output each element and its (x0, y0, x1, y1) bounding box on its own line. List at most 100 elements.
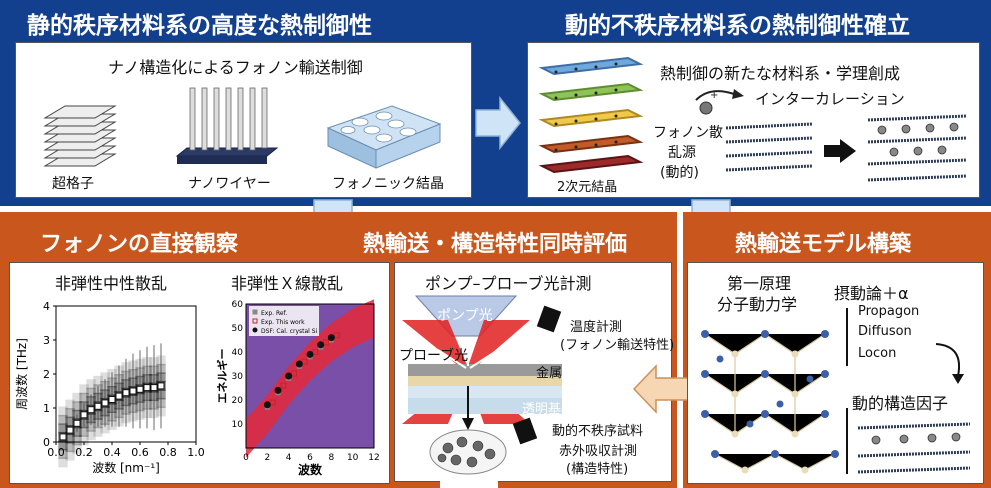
layered-sheets-after-image (867, 114, 967, 182)
scatter-source-line2: 乱源 (668, 145, 696, 161)
y-tick-label: 10 (232, 420, 244, 430)
legend-swatch (252, 327, 258, 333)
neutron-title: 非弾性中性散乱 (55, 274, 168, 293)
data-point (317, 341, 325, 349)
x-tick-label: 0.8 (159, 446, 177, 459)
data-point (66, 426, 74, 434)
data-point (136, 385, 144, 393)
x-tick-label: 2 (264, 453, 270, 463)
heat-cell (86, 430, 96, 441)
heat-cell (72, 401, 82, 412)
y-tick-label: 20 (232, 396, 244, 406)
bottom-band-divider (677, 212, 683, 488)
data-point (73, 419, 81, 427)
transition-arrow-icon (824, 139, 856, 163)
layered-sheets-before-image (725, 122, 813, 172)
heat-cell (58, 457, 68, 468)
heat-cell (100, 423, 110, 434)
heat-cell (65, 450, 75, 461)
y-tick-label: 3 (43, 334, 50, 347)
top-left-title: 静的秩序材料系の高度な熱制御性 (27, 13, 372, 39)
x-axis-label: 波数 [nm⁻¹] (92, 460, 160, 475)
heat-cell (65, 416, 75, 427)
y-tick-label: 1 (43, 402, 50, 415)
probe-label: プローブ光 (399, 348, 469, 364)
first-principle-line2: 分子動力学 (717, 295, 798, 314)
heat-cell (72, 409, 82, 420)
x-tick-label: 12 (368, 453, 379, 463)
superlattice-label: 超格子 (52, 176, 94, 192)
data-point (333, 332, 340, 339)
data-point (285, 372, 293, 380)
dsf-bracket (846, 408, 848, 474)
data-point (59, 433, 67, 441)
two-d-crystal-image (538, 56, 644, 174)
data-point (301, 358, 308, 365)
x-tick-label: 0.4 (103, 446, 121, 459)
data-point (101, 399, 109, 407)
data-point (143, 384, 151, 392)
data-point (108, 396, 116, 403)
first-principle-line1: 第一原理 (727, 274, 792, 293)
x-tick-label: 8 (328, 453, 334, 463)
data-point (274, 386, 282, 394)
two-d-crystal-label: 2次元結晶 (557, 180, 618, 195)
intercalation-label: インターカレーション (755, 90, 905, 108)
heat-model-title: 熱輸送モデル構築 (735, 232, 912, 257)
x-tick-label: 1.0 (187, 446, 205, 459)
top-right-arrow (475, 95, 521, 151)
scatter-source-line1: フォノン散 (653, 125, 723, 141)
phononic-crystal-image (326, 105, 442, 169)
x-tick-label: 4 (286, 453, 292, 463)
mode-locon: Locon (858, 346, 897, 361)
xray-title: 非弾性Ｘ線散乱 (231, 274, 344, 293)
heat-cell (65, 408, 75, 419)
data-point (263, 401, 271, 409)
data-point (327, 334, 335, 342)
heat-cell (65, 433, 75, 444)
y-tick-label: 40 (232, 348, 244, 358)
data-point (306, 350, 314, 358)
mode-propagon: Propagon (858, 304, 920, 319)
data-point (115, 392, 123, 400)
data-point (80, 411, 88, 419)
heat-cell (93, 375, 103, 386)
heat-cell (58, 448, 68, 459)
scatter-source-line3: (動的) (660, 165, 699, 181)
legend-label: Exp. Ref. (261, 310, 287, 317)
heat-cell (58, 414, 68, 425)
data-point (269, 399, 276, 406)
data-point (295, 360, 303, 368)
y-tick-label: 50 (232, 324, 244, 334)
data-point (323, 339, 329, 346)
perturbation-label: 摂動論＋α (834, 284, 909, 303)
heat-cell (79, 426, 89, 437)
heat-cell (79, 392, 89, 403)
x-tick-label: 0.0 (47, 446, 65, 459)
curved-arrow-icon (935, 343, 964, 384)
nano-structure-subtitle: ナノ構造化によるフォノン輸送制御 (108, 58, 363, 77)
y-tick-label: 30 (232, 372, 244, 382)
x-axis-label: 波数 (298, 462, 323, 477)
heat-cell (93, 426, 103, 437)
heat-cell (72, 443, 82, 454)
heat-cell (79, 384, 89, 395)
data-point (94, 402, 102, 410)
mode-bracket (846, 308, 848, 366)
heat-cell (79, 435, 89, 446)
heat-cell (100, 372, 110, 383)
x-tick-label: 10 (347, 453, 359, 463)
pump-probe-subtitle: ポンプ–プローブ光計測 (425, 274, 592, 293)
data-point (122, 389, 130, 397)
heat-cell (72, 392, 82, 403)
svg-text:+: + (710, 90, 718, 101)
dispersion-band (246, 299, 374, 458)
phononic-crystal-label: フォノニック結晶 (332, 176, 444, 192)
y-tick-label: 4 (43, 300, 50, 313)
ir-label: 赤外吸収計測 (559, 444, 638, 459)
legend-swatch (252, 309, 258, 315)
temperature-label: 温度計測 (570, 320, 623, 335)
y-tick-label: 0 (43, 436, 50, 449)
data-point (87, 406, 95, 414)
